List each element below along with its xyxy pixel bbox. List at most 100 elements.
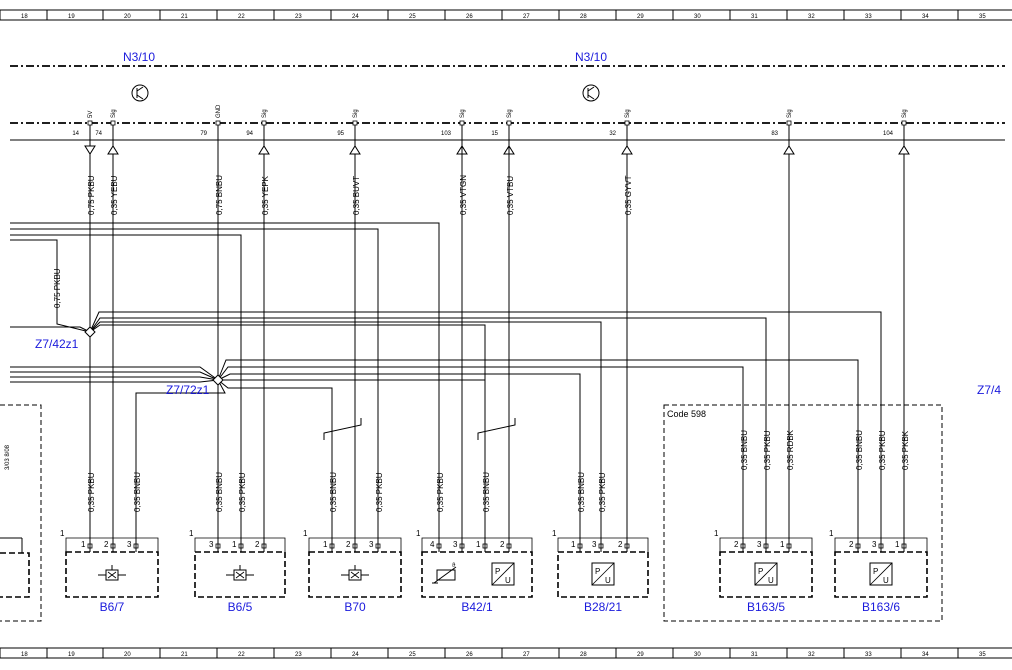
pin-terminal — [506, 120, 512, 126]
component-pin-number: 2 — [734, 540, 739, 549]
grid-number: 27 — [523, 14, 530, 20]
component-pin-one: 1 — [416, 529, 421, 538]
sensor-switch-icon — [341, 565, 369, 581]
component-pin-number: 1 — [81, 540, 86, 549]
arrow-up-icon — [783, 145, 795, 155]
component-label: B6/5 — [228, 600, 253, 614]
wire-label: 0,35 RDBK — [786, 429, 795, 470]
transistor-icon — [582, 84, 600, 102]
pin-number: 14 — [72, 131, 79, 137]
arrow-up-icon — [349, 145, 361, 155]
wire-label: 0,75 BNBU — [215, 175, 224, 215]
grid-number: 19 — [68, 652, 75, 658]
pin-terminal — [459, 120, 465, 126]
pin-signal: Sig — [507, 109, 513, 118]
wire-label: 0,35 BNBU — [740, 430, 749, 470]
component-pin-number: 3 — [757, 540, 762, 549]
grid-number: 34 — [922, 14, 929, 20]
component-pin-number: 1 — [476, 540, 481, 549]
component-pin-one: 1 — [60, 529, 65, 538]
grid-number: 23 — [295, 652, 302, 658]
pin-terminal — [215, 120, 221, 126]
pin-terminal — [110, 120, 116, 126]
pin-number: 15 — [491, 131, 498, 137]
grid-number: 33 — [865, 14, 872, 20]
pin-signal: Sig — [460, 109, 466, 118]
grid-number: 22 — [238, 14, 245, 20]
splice-label-z7-72z1: Z7/72z1 — [166, 383, 210, 397]
temperature-sensor-icon: ϑ — [432, 563, 457, 584]
component-pin-number: 1 — [780, 540, 785, 549]
wire-label: 0,35 YEBU — [110, 175, 119, 215]
wire-label: 0,35 VTGN — [459, 175, 468, 215]
svg-text:P: P — [758, 567, 763, 576]
svg-text:U: U — [605, 576, 611, 585]
grid-number: 30 — [694, 14, 701, 20]
sensor-switch-icon — [226, 565, 254, 581]
component-pin-one: 1 — [552, 529, 557, 538]
grid-number: 31 — [751, 652, 758, 658]
wire-label: 0,35 GYVT — [624, 175, 633, 215]
component-label: B163/5 — [747, 600, 785, 614]
wire-label-side: 0,75 PKBU — [53, 268, 62, 308]
component-pin-number: 4 — [430, 540, 435, 549]
component-pin-number: 1 — [323, 540, 328, 549]
grid-number: 18 — [21, 14, 28, 20]
grid-number: 27 — [523, 652, 530, 658]
component-pin-number: 3 — [872, 540, 877, 549]
transistor-icon — [131, 84, 149, 102]
grid-number: 33 — [865, 652, 872, 658]
splice-dot — [212, 374, 224, 386]
component-pin-one: 1 — [189, 529, 194, 538]
pin-terminal — [352, 120, 358, 126]
grid-number: 25 — [409, 652, 416, 658]
wire-label: 0,35 BNBU — [133, 472, 142, 512]
grid-number: 19 — [68, 14, 75, 20]
pin-terminal — [261, 120, 267, 126]
wire-labels-bottom: 0,35 PKBU 0,35 BNBU 0,35 BNBU 0,35 PKBU … — [87, 429, 910, 512]
component-body — [421, 551, 533, 598]
wire-label: 0,35 PKBK — [901, 430, 910, 470]
pressure-sensor-icon: PU — [754, 562, 778, 586]
grid-number: 23 — [295, 14, 302, 20]
grid-number: 28 — [580, 652, 587, 658]
wire-label: 0,35 PKBU — [763, 430, 772, 470]
component-pin-number: 2 — [346, 540, 351, 549]
component-pin-number: 2 — [849, 540, 854, 549]
pin-number: 104 — [883, 131, 894, 137]
wire-label: 0,35 VTBU — [506, 176, 515, 215]
pin-signal: Sig — [111, 109, 117, 118]
pressure-sensor-icon: PU — [869, 562, 893, 586]
wire-label: 0,35 BUVT — [352, 176, 361, 215]
component-label: B163/6 — [862, 600, 900, 614]
component-body — [557, 551, 649, 598]
wire-label: 0,35 PKBU — [598, 472, 607, 512]
component-body — [65, 551, 159, 598]
pin-terminal — [624, 120, 630, 126]
grid-number: 26 — [466, 652, 473, 658]
arrow-up-icon — [621, 145, 633, 155]
svg-text:P: P — [495, 567, 500, 576]
pin-terminal — [901, 120, 907, 126]
pin-number: 79 — [200, 131, 207, 137]
component-pin-number: 3 — [592, 540, 597, 549]
left-partial-component: 3/03 8/08 — [0, 404, 42, 622]
component-pin-number: 1 — [571, 540, 576, 549]
wire-labels-top: 0,75 PKBU 0,35 YEBU 0,75 BNBU 0,35 YEPK … — [87, 175, 633, 215]
svg-text:U: U — [768, 576, 774, 585]
grid-number: 30 — [694, 652, 701, 658]
svg-text:U: U — [505, 576, 511, 585]
wire-label: 0,35 PKBU — [87, 472, 96, 512]
grid-number: 29 — [637, 14, 644, 20]
code-598-label: Code 598 — [667, 409, 706, 419]
grid-number: 24 — [352, 14, 359, 20]
component-pin-one: 1 — [829, 529, 834, 538]
wire-label: 0,35 BNBU — [577, 472, 586, 512]
grid-number: 35 — [979, 14, 986, 20]
